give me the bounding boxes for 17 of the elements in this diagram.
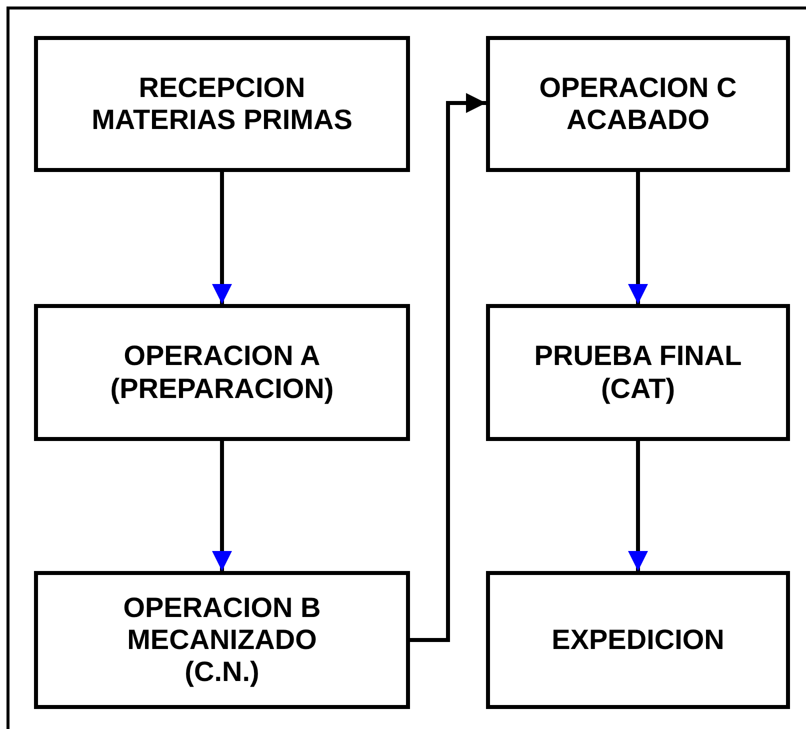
box-label: OPERACION B MECANIZADO (C.N.) bbox=[122, 592, 322, 688]
process-box bbox=[486, 36, 790, 172]
box-label: OPERACION C ACABADO bbox=[538, 72, 738, 136]
process-box bbox=[34, 571, 410, 709]
process-box bbox=[34, 304, 410, 441]
arrow bbox=[628, 441, 648, 571]
process-box bbox=[486, 571, 790, 709]
arrow bbox=[628, 172, 648, 304]
process-box bbox=[486, 304, 790, 441]
box-label: PRUEBA FINAL (CAT) bbox=[533, 340, 743, 405]
arrow bbox=[212, 441, 232, 571]
process-box bbox=[34, 36, 410, 172]
arrow bbox=[212, 172, 232, 304]
box-label: OPERACION A (PREPARACION) bbox=[109, 340, 335, 405]
box-label: RECEPCION MATERIAS PRIMAS bbox=[90, 72, 354, 136]
box-label: EXPEDICION bbox=[552, 624, 724, 656]
arrow bbox=[410, 93, 486, 642]
